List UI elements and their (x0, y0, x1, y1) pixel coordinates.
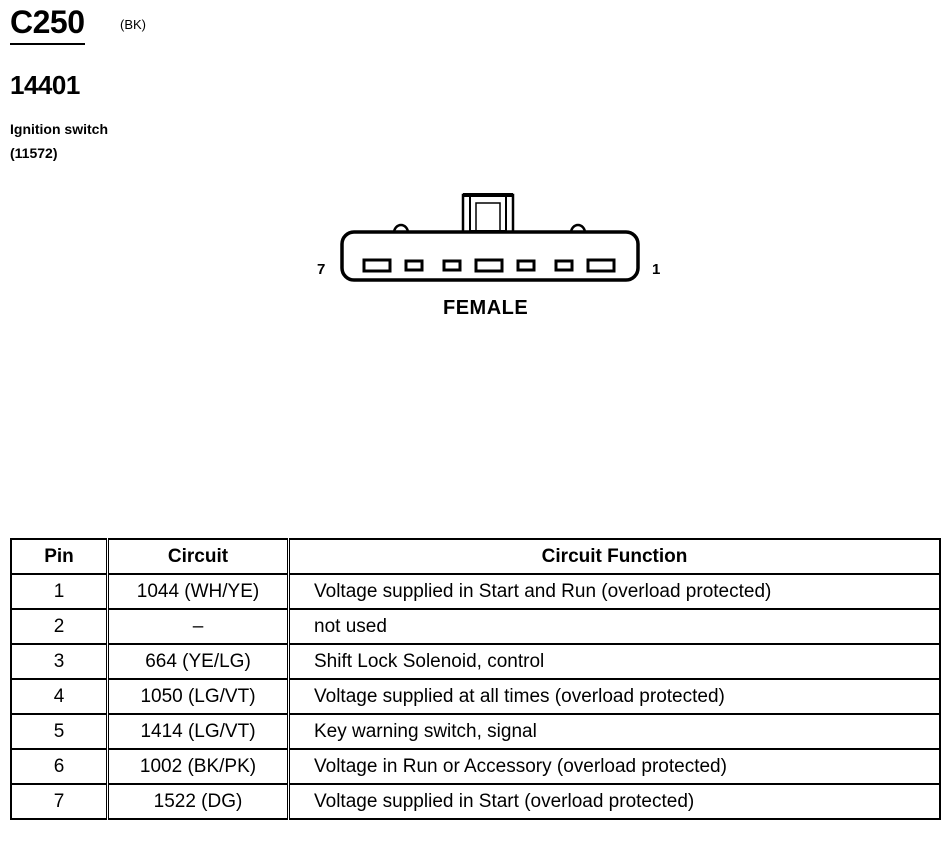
pin-cavity-2 (554, 259, 574, 272)
function-cell: Key warning switch, signal (287, 713, 941, 750)
header-pin: Pin (10, 538, 109, 575)
pin-left-label: 7 (317, 261, 325, 278)
circuit-cell: 1414 (LG/VT) (106, 713, 290, 750)
connector-id: C250 (10, 4, 85, 45)
connector-color: (BK) (120, 17, 146, 32)
pin-cavity-6 (404, 259, 424, 272)
connector-face-diagram: 7 1 (317, 193, 660, 282)
part-number: 14401 (10, 70, 80, 100)
pin-table: Pin Circuit Circuit Function 1 1044 (WH/… (10, 538, 941, 820)
connector-latch (461, 193, 515, 235)
component-code: (11572) (10, 145, 58, 161)
function-cell: not used (287, 608, 941, 645)
circuit-cell: – (106, 608, 290, 645)
circuit-cell: 1522 (DG) (106, 783, 290, 820)
pin-cell: 6 (10, 748, 109, 785)
gender-label: FEMALE (443, 297, 529, 319)
pin-cavity-4 (474, 258, 504, 273)
pin-cavity-1 (586, 258, 616, 273)
function-cell: Voltage supplied in Start (overload prot… (287, 783, 941, 820)
function-cell: Voltage supplied in Start and Run (overl… (287, 573, 941, 610)
table-row: 1 1044 (WH/YE) Voltage supplied in Start… (10, 573, 941, 610)
pin-cavity-3 (516, 259, 536, 272)
component-name: Ignition switch (10, 121, 108, 137)
pin-cell: 4 (10, 678, 109, 715)
connector-body (340, 230, 640, 282)
pin-cell: 7 (10, 783, 109, 820)
circuit-cell: 1044 (WH/YE) (106, 573, 290, 610)
pin-cavities (362, 258, 616, 273)
table-row: 4 1050 (LG/VT) Voltage supplied at all t… (10, 678, 941, 715)
function-cell: Shift Lock Solenoid, control (287, 643, 941, 680)
pin-cavity-5 (442, 259, 462, 272)
table-row: 3 664 (YE/LG) Shift Lock Solenoid, contr… (10, 643, 941, 680)
table-row: 6 1002 (BK/PK) Voltage in Run or Accesso… (10, 748, 941, 785)
function-cell: Voltage supplied at all times (overload … (287, 678, 941, 715)
function-cell: Voltage in Run or Accessory (overload pr… (287, 748, 941, 785)
circuit-cell: 1002 (BK/PK) (106, 748, 290, 785)
table-row: 7 1522 (DG) Voltage supplied in Start (o… (10, 783, 941, 820)
circuit-cell: 664 (YE/LG) (106, 643, 290, 680)
pin-right-label: 1 (652, 261, 660, 278)
pin-cell: 2 (10, 608, 109, 645)
pin-cell: 3 (10, 643, 109, 680)
table-row: 5 1414 (LG/VT) Key warning switch, signa… (10, 713, 941, 750)
table-row: 2 – not used (10, 608, 941, 645)
pin-cavity-7 (362, 258, 392, 273)
table-header-row: Pin Circuit Circuit Function (10, 538, 941, 575)
pin-cell: 5 (10, 713, 109, 750)
circuit-cell: 1050 (LG/VT) (106, 678, 290, 715)
header-circuit: Circuit (106, 538, 290, 575)
header-function: Circuit Function (287, 538, 941, 575)
pin-cell: 1 (10, 573, 109, 610)
